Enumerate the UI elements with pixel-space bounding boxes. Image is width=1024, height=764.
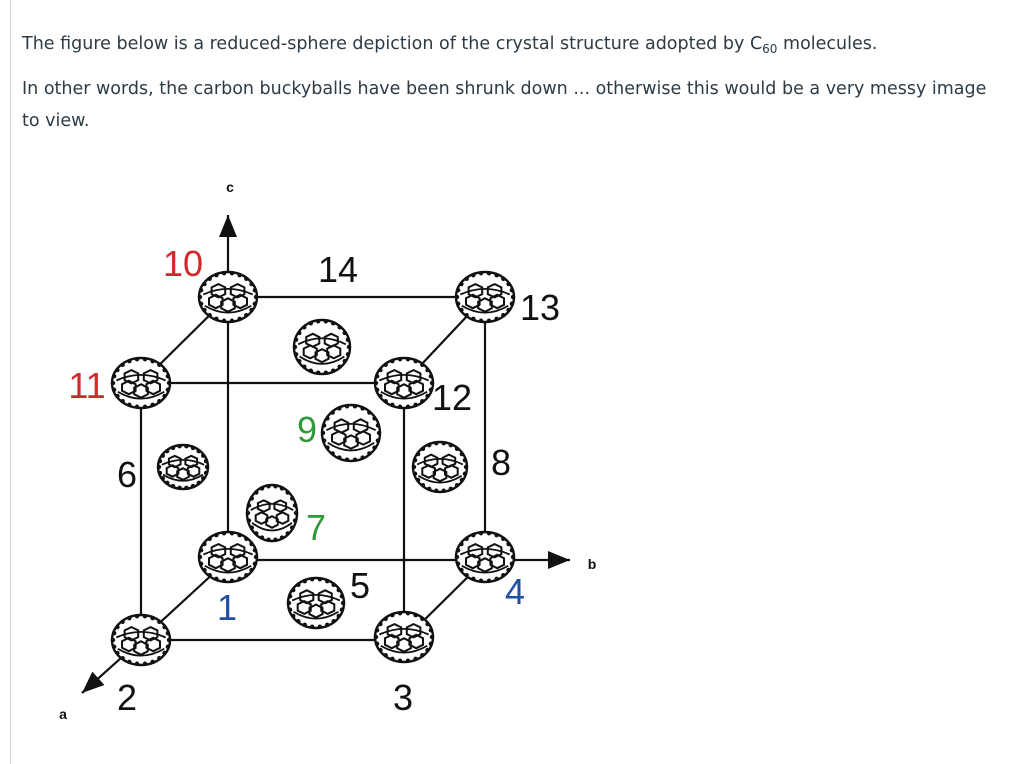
axis-label-b: b	[588, 556, 597, 572]
molecule-label-3: 3	[393, 677, 413, 718]
molecule-label-4: 4	[505, 571, 525, 612]
buckyball-11	[110, 356, 172, 410]
buckyball-10	[197, 270, 259, 324]
molecule-label-8: 8	[491, 442, 511, 483]
buckyball-12	[373, 356, 435, 410]
explanation-sentence: In other words, the carbon buckyballs ha…	[22, 79, 987, 131]
c-axis-arrowhead	[219, 215, 237, 237]
molecule-label-10: 10	[163, 243, 203, 284]
crystal-axes: c b a	[59, 179, 596, 722]
molecule-label-13: 13	[520, 287, 560, 328]
buckyball-13	[454, 270, 516, 324]
buckyball-9	[320, 403, 382, 463]
b-axis-arrowhead	[548, 551, 570, 569]
buckyball-2	[110, 613, 172, 667]
molecule-label-2: 2	[117, 677, 137, 718]
molecule-label-11: 11	[68, 365, 105, 406]
buckyball-8	[411, 440, 469, 494]
molecule-label-9: 9	[297, 409, 317, 450]
intro-sentence: The figure below is a reduced-sphere dep…	[22, 34, 878, 56]
buckyball-14	[292, 318, 352, 376]
buckyball-3	[373, 610, 435, 664]
molecule-label-7: 7	[306, 507, 326, 548]
molecule-label-12: 12	[432, 377, 472, 418]
buckyball-7	[245, 483, 299, 543]
molecule-label-14: 14	[318, 249, 358, 290]
axis-label-c: c	[226, 179, 234, 195]
axis-label-a: a	[59, 706, 67, 722]
a-axis-arrowhead	[82, 671, 105, 693]
molecule-label-5: 5	[350, 565, 370, 606]
molecule-label-1: 1	[217, 587, 237, 628]
buckyball-6	[156, 443, 210, 491]
buckyball-1	[197, 530, 259, 584]
buckyball-5	[286, 576, 346, 630]
buckyball-4	[454, 530, 516, 584]
molecule-label-6: 6	[117, 454, 137, 495]
buckyball-molecules	[110, 270, 516, 667]
